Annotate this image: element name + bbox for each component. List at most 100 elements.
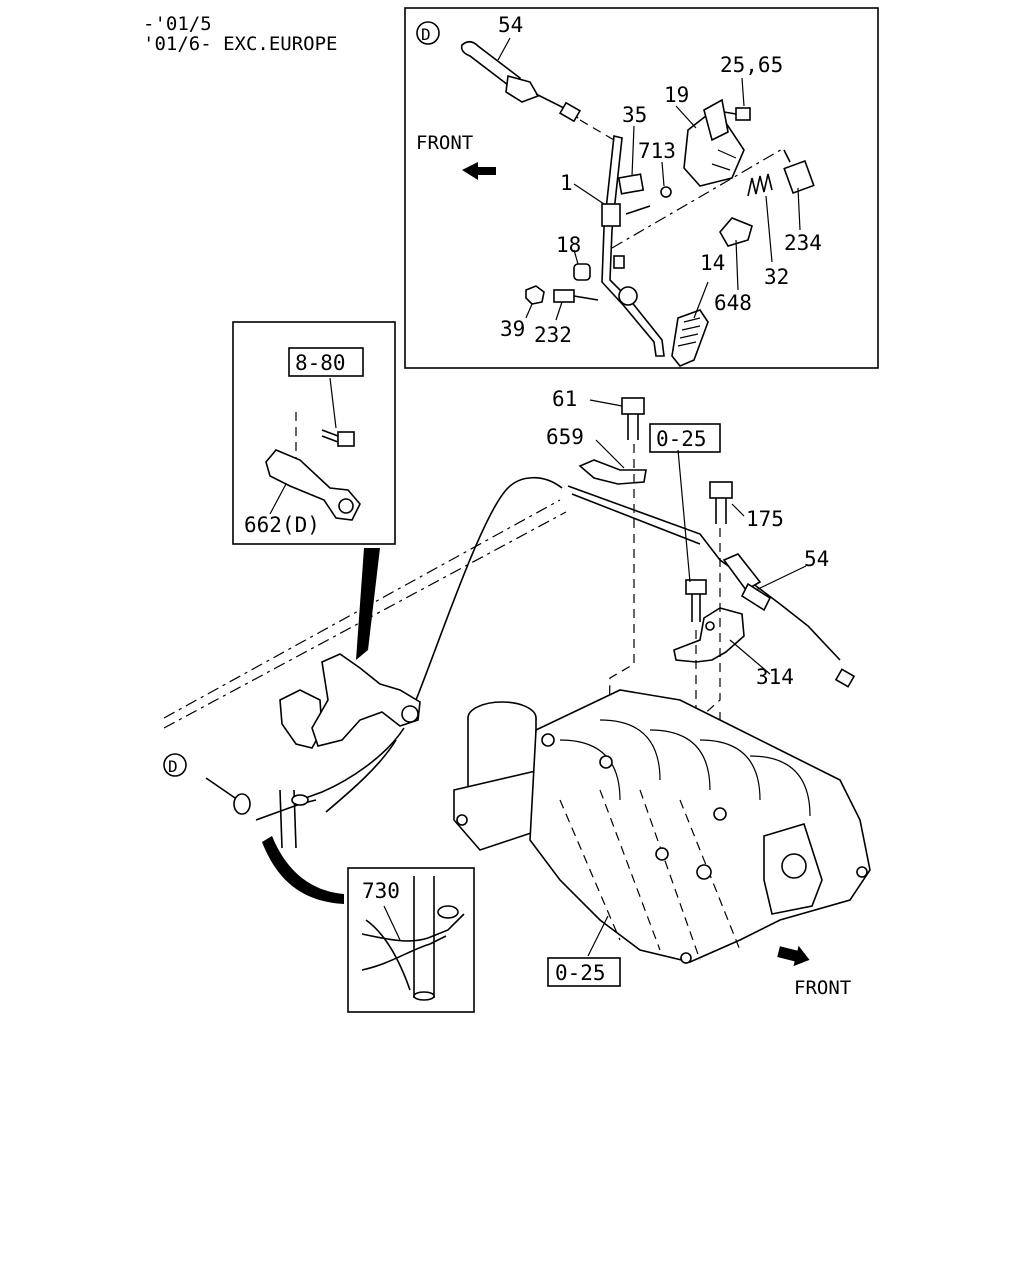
accelerator-cable-top: [460, 40, 615, 141]
leader-025-bottom: [587, 915, 609, 957]
label-39: 39: [500, 317, 525, 341]
label-1: 1: [560, 171, 573, 195]
bracket-lines: [711, 149, 737, 171]
front-arrow-bottom-shape: [777, 945, 810, 967]
label-61: 61: [552, 387, 577, 411]
pedal-inset-box: [404, 7, 879, 369]
marker-d-top-circle: [416, 21, 440, 45]
washer-713: [660, 186, 672, 198]
bracket-tab: [703, 98, 729, 142]
manifold-boss-7: [680, 952, 692, 964]
manifold-boss-5: [541, 733, 555, 747]
header-line-1: -'01/5: [143, 13, 212, 35]
leader-32: [765, 195, 773, 263]
clip-detail-line: [365, 919, 411, 991]
bolt-175: [709, 481, 733, 524]
manifold-boss-1: [599, 755, 613, 769]
marker-d-left: D: [163, 753, 187, 777]
throttle-bracket: [311, 653, 421, 747]
ref-label-8-80: 8-80: [295, 351, 346, 375]
manifold-boss-4: [655, 847, 669, 861]
leader-314: [729, 639, 771, 675]
manifold-body: [529, 689, 871, 963]
ref-box-025-bottom: [547, 957, 621, 987]
detail-pointer-upper: [356, 548, 380, 660]
left-bolt-shank: [205, 777, 239, 801]
label-25-65: 25,65: [720, 53, 783, 77]
cable-route-main-2: [571, 493, 701, 545]
clip-detail-hose: [413, 876, 435, 998]
screw-head: [735, 107, 751, 121]
cable-route-lower: [299, 727, 405, 801]
label-54-top: 54: [498, 13, 523, 37]
spring-32: [747, 173, 773, 197]
bracket-662-hole: [338, 498, 354, 514]
leader-025-top: [677, 449, 691, 583]
leader-39: [525, 303, 533, 319]
leader-61: [589, 399, 623, 407]
leader-35: [631, 125, 635, 177]
label-314: 314: [756, 665, 794, 689]
pedal-pivot: [618, 286, 638, 306]
pad-35: [617, 173, 645, 195]
label-648: 648: [714, 291, 752, 315]
leader-54-mid: [755, 565, 807, 591]
bolt-61-shank: [627, 414, 639, 440]
cable-route-upper: [415, 477, 563, 701]
cable-dash-line: [579, 119, 615, 141]
marker-d-left-text: D: [168, 757, 178, 776]
label-713: 713: [638, 139, 676, 163]
front-arrow-bottom: FRONT: [777, 945, 851, 999]
cable-mid-end: [834, 668, 856, 688]
bracket-314-hole: [705, 621, 715, 631]
bolt-175-head: [709, 481, 733, 499]
marker-d-top-text: D: [421, 25, 431, 44]
throttle-lever-end: [401, 705, 419, 723]
cable-route-lower-2: [325, 739, 397, 813]
header-line-2: '01/6- EXC.EUROPE: [143, 33, 337, 55]
bracket-662: [265, 449, 361, 521]
clip-detail-band-a: [361, 913, 465, 942]
switch-234: [783, 149, 815, 195]
screw-25-65: [723, 107, 751, 121]
ref-line-b: [163, 511, 567, 729]
leader-8-80: [329, 377, 337, 429]
ref-label-025-top: 0-25: [656, 427, 707, 451]
pedal-arm: [601, 135, 709, 367]
left-clip-730: [255, 789, 317, 849]
leader-648: [735, 239, 739, 291]
clip-inset-box: [347, 867, 475, 1013]
label-32: 32: [764, 265, 789, 289]
label-659: 659: [546, 425, 584, 449]
bolt-mid: [685, 579, 707, 622]
left-clip-knob: [291, 794, 309, 806]
ref-box-8-80: [288, 347, 364, 377]
ref-label-025-bottom: 0-25: [555, 961, 606, 985]
clip-659: [578, 459, 647, 485]
ref-box-025-top: [649, 423, 721, 453]
label-662: 662(D): [244, 513, 320, 537]
leader-19: [675, 105, 697, 129]
leader-175: [731, 503, 745, 517]
cable-adjuster: [505, 74, 540, 103]
leader-2565: [741, 77, 745, 107]
leader-14: [693, 281, 709, 319]
manifold-runners: [559, 719, 811, 817]
bolt-232-axis: [573, 295, 599, 301]
front-arrow-top-shape: [462, 162, 496, 180]
clip-730-detail: [361, 876, 465, 1001]
pivot-shaft-line: [611, 147, 785, 249]
leader-1: [573, 183, 605, 205]
leader-234: [797, 187, 801, 231]
bolt-61: [621, 397, 645, 440]
accelerator-cable-mid: [722, 553, 856, 688]
screw-shank: [723, 111, 737, 115]
bolt-mid-head: [685, 579, 707, 595]
bracket-648: [719, 217, 753, 247]
clip-small: [613, 255, 625, 269]
manifold-boss-6: [456, 814, 468, 826]
bolt-8-80-head: [337, 431, 355, 447]
leader-662: [269, 483, 287, 515]
